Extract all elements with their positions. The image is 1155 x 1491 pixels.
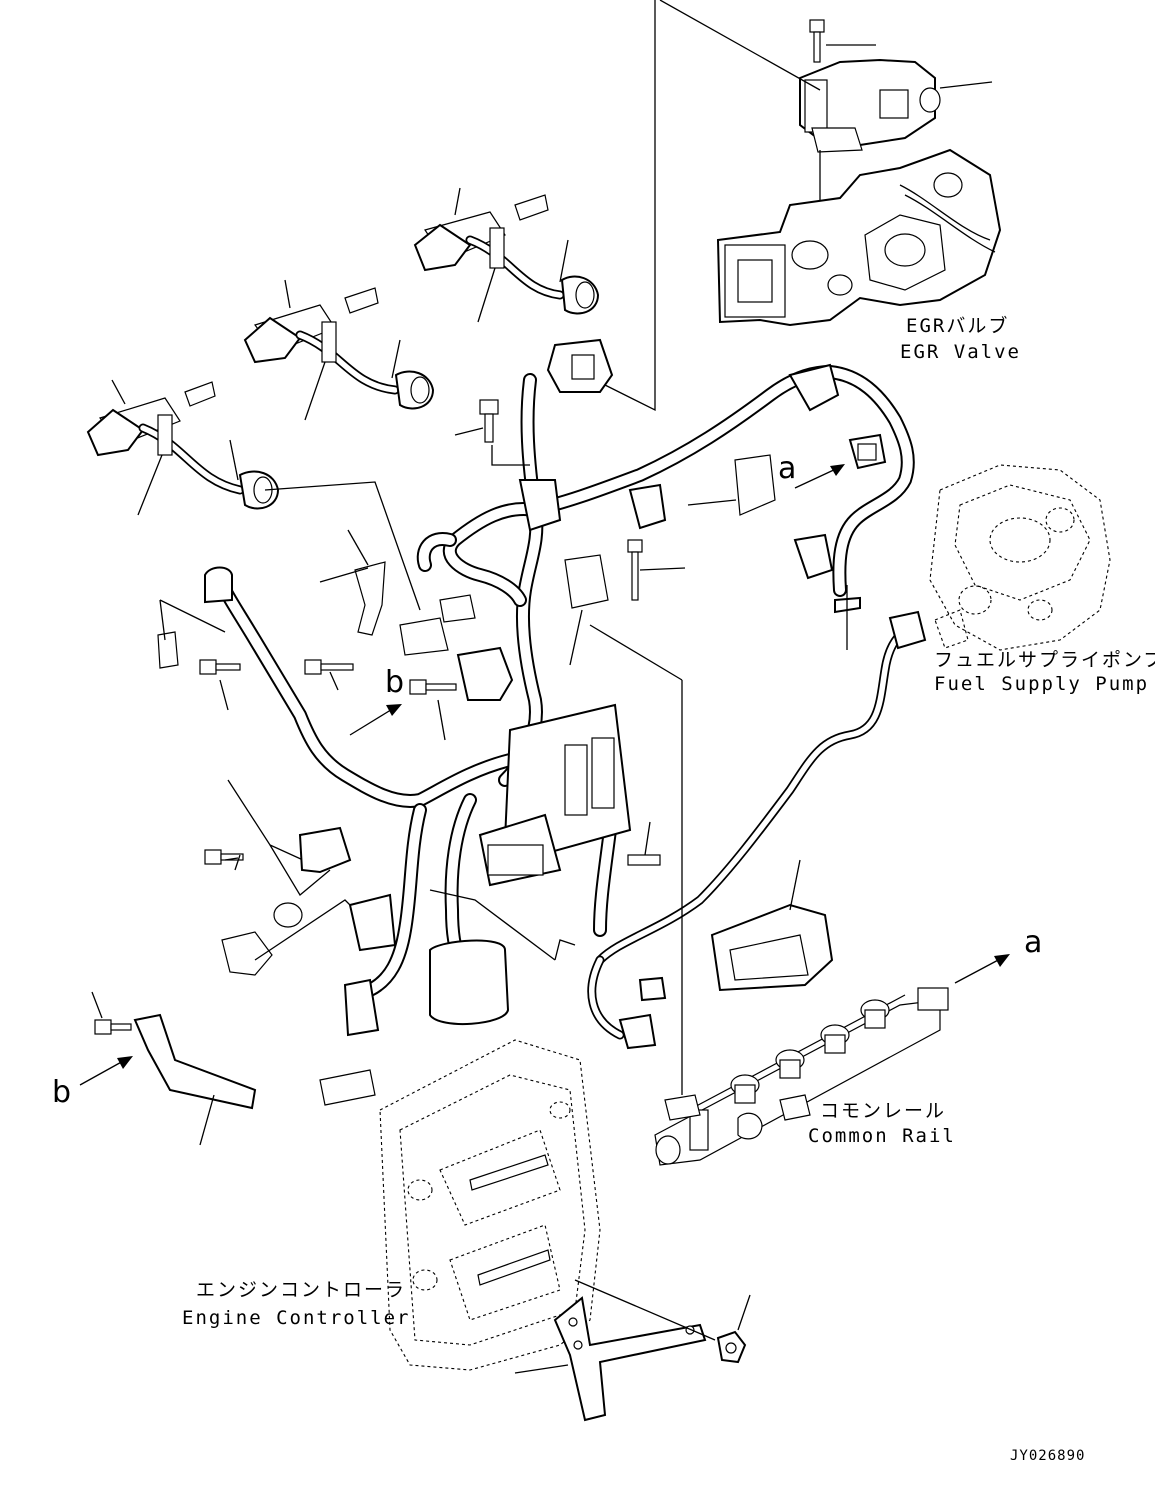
common-rail <box>589 624 949 1166</box>
small-parts <box>91 399 834 1146</box>
ref-arrow-a-top <box>794 464 845 489</box>
ref-arrow-a-right <box>954 954 1010 984</box>
fuel-pump-en-label: Fuel Supply Pump <box>934 673 1149 695</box>
ref-a-right: a <box>1024 925 1042 960</box>
injector-wire-3 <box>86 379 280 516</box>
ref-b-left: b <box>52 1075 71 1110</box>
egr-valve-jp-label: EGRバルブ <box>906 314 1009 337</box>
injector-wire-1 <box>413 187 600 323</box>
engine-controller-en-label: Engine Controller <box>182 1307 410 1329</box>
injector-wire-2 <box>243 279 435 421</box>
egr-valve-assembly <box>716 19 1002 327</box>
fuel-pump-jp-label: フュエルサプライポンプ <box>934 649 1155 671</box>
ref-b-center: b <box>385 665 404 700</box>
egr-connector-leader <box>604 0 656 412</box>
controller-bracket <box>514 1279 751 1422</box>
fuel-supply-pump <box>929 464 1111 651</box>
egr-bolt-leader <box>659 0 821 91</box>
ref-arrow-b-center <box>349 704 402 736</box>
drawing-code: JY026890 <box>1010 1448 1085 1464</box>
common-rail-jp-label: コモンレール <box>820 1100 946 1122</box>
ref-a-top: a <box>778 451 796 486</box>
engine-controller-jp-label: エンジンコントローラ <box>196 1279 406 1301</box>
harness-connectors <box>456 338 927 1050</box>
ref-arrow-b-left <box>79 1056 133 1086</box>
main-harness <box>218 365 915 997</box>
common-rail-en-label: Common Rail <box>808 1125 956 1147</box>
engine-controller <box>379 1039 601 1371</box>
controller-connector-block <box>343 703 632 1037</box>
fuel-pump-wire <box>595 630 905 965</box>
egr-valve-en-label: EGR Valve <box>900 341 1021 363</box>
